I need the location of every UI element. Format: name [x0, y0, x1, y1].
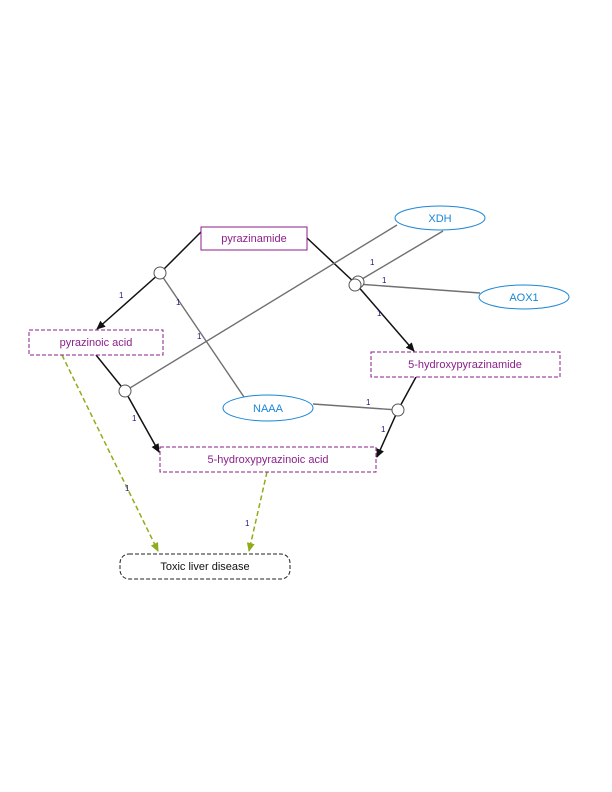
edge-label: 1	[119, 291, 124, 300]
node-naaa[interactable]: NAAA	[222, 394, 314, 422]
edge-label: 1	[370, 258, 375, 267]
edge-pyrazinamide-to-reaction1[interactable]	[159, 231, 202, 274]
edge-reaction4-to-hydroxypyrazinoic-acid[interactable]	[376, 409, 399, 458]
node-aox1[interactable]: AOX1	[478, 284, 570, 310]
reaction-node-1[interactable]	[153, 266, 167, 280]
edge-label: 1	[132, 414, 137, 423]
node-toxic-liver-disease-label: Toxic liver disease	[160, 561, 249, 573]
reaction-edges	[95, 231, 417, 458]
reaction-nodes	[118, 266, 405, 417]
node-xdh[interactable]: XDH	[394, 205, 486, 231]
edge-reaction3-to-hydroxypyrazinoic-acid[interactable]	[124, 390, 160, 453]
node-hydroxypyrazinamide-label: 5-hydroxypyrazinamide	[408, 359, 522, 371]
edge-label: 1	[382, 276, 387, 285]
node-pyrazinoic-acid[interactable]: pyrazinoic acid	[28, 329, 164, 356]
reaction-node-3[interactable]	[118, 384, 132, 398]
node-hydroxypyrazinoic-acid-label: 5-hydroxypyrazinoic acid	[207, 454, 328, 466]
reaction-node-4[interactable]	[391, 403, 405, 417]
node-toxic-liver-disease[interactable]: Toxic liver disease	[119, 553, 291, 580]
edge-xdh-to-reaction3[interactable]	[124, 224, 398, 392]
edge-aox1-to-reaction2[interactable]	[356, 283, 481, 294]
edge-label: 1	[197, 332, 202, 341]
edge-label: 1	[125, 484, 130, 493]
node-hydroxypyrazinamide[interactable]: 5-hydroxypyrazinamide	[370, 351, 561, 378]
edge-reaction1-to-pyrazinoic-acid[interactable]	[96, 272, 161, 330]
node-naaa-label: NAAA	[253, 403, 284, 415]
edge-label: 1	[176, 298, 181, 307]
node-pyrazinamide-label: pyrazinamide	[221, 233, 286, 245]
edge-pyrazinoic-acid-to-reaction3[interactable]	[95, 354, 126, 392]
reaction-node-2b[interactable]	[348, 278, 362, 292]
node-hydroxypyrazinoic-acid[interactable]: 5-hydroxypyrazinoic acid	[159, 446, 377, 473]
edge-pyrazinoic-acid-to-toxic-liver-disease[interactable]	[61, 354, 159, 552]
edge-label: 1	[366, 398, 371, 407]
association-edges	[61, 354, 268, 552]
node-pyrazinoic-acid-label: pyrazinoic acid	[60, 337, 133, 349]
edge-label: 1	[377, 309, 382, 318]
edge-hydroxypyrazinoic-acid-to-toxic-liver-disease[interactable]	[246, 471, 268, 552]
edge-xdh-to-reaction2[interactable]	[356, 230, 444, 283]
node-xdh-label: XDH	[428, 213, 451, 225]
edge-label: 1	[245, 519, 250, 528]
edge-pyrazinamide-to-reaction2[interactable]	[306, 237, 357, 285]
node-pyrazinamide[interactable]: pyrazinamide	[200, 226, 308, 251]
edge-label: 1	[381, 425, 386, 434]
edge-naaa-to-reaction1[interactable]	[159, 272, 245, 398]
edge-naaa-to-reaction4[interactable]	[312, 403, 399, 411]
catalysis-edges	[124, 224, 481, 411]
edge-reaction2-to-hydroxypyrazinamide[interactable]	[355, 283, 415, 352]
node-aox1-label: AOX1	[509, 292, 538, 304]
edge-labels: 1 1 1 1 1 1 1 1 1 1 1	[119, 258, 387, 528]
